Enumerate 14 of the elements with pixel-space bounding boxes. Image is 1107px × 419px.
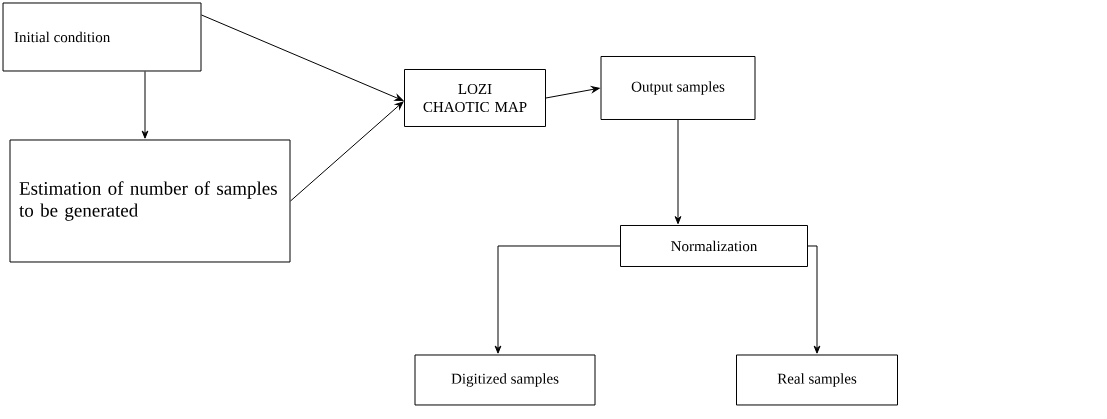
process-box: Real samples — [736, 354, 898, 406]
process-box: Output samples — [600, 56, 756, 120]
process-box: Digitized samples — [414, 354, 596, 406]
process-box: Initial condition — [2, 2, 202, 72]
arrow — [674, 119, 682, 225]
arrow — [141, 71, 149, 139]
arrow — [494, 245, 621, 354]
arrow — [290, 101, 404, 202]
process-box: Estimation of number of samples to be generated — [9, 139, 291, 263]
process-box: Normalization — [620, 225, 808, 267]
arrow — [807, 245, 821, 354]
arrow — [201, 14, 404, 101]
arrow — [545, 86, 600, 99]
process-box: LOZI CHAOTIC MAP — [404, 69, 546, 127]
